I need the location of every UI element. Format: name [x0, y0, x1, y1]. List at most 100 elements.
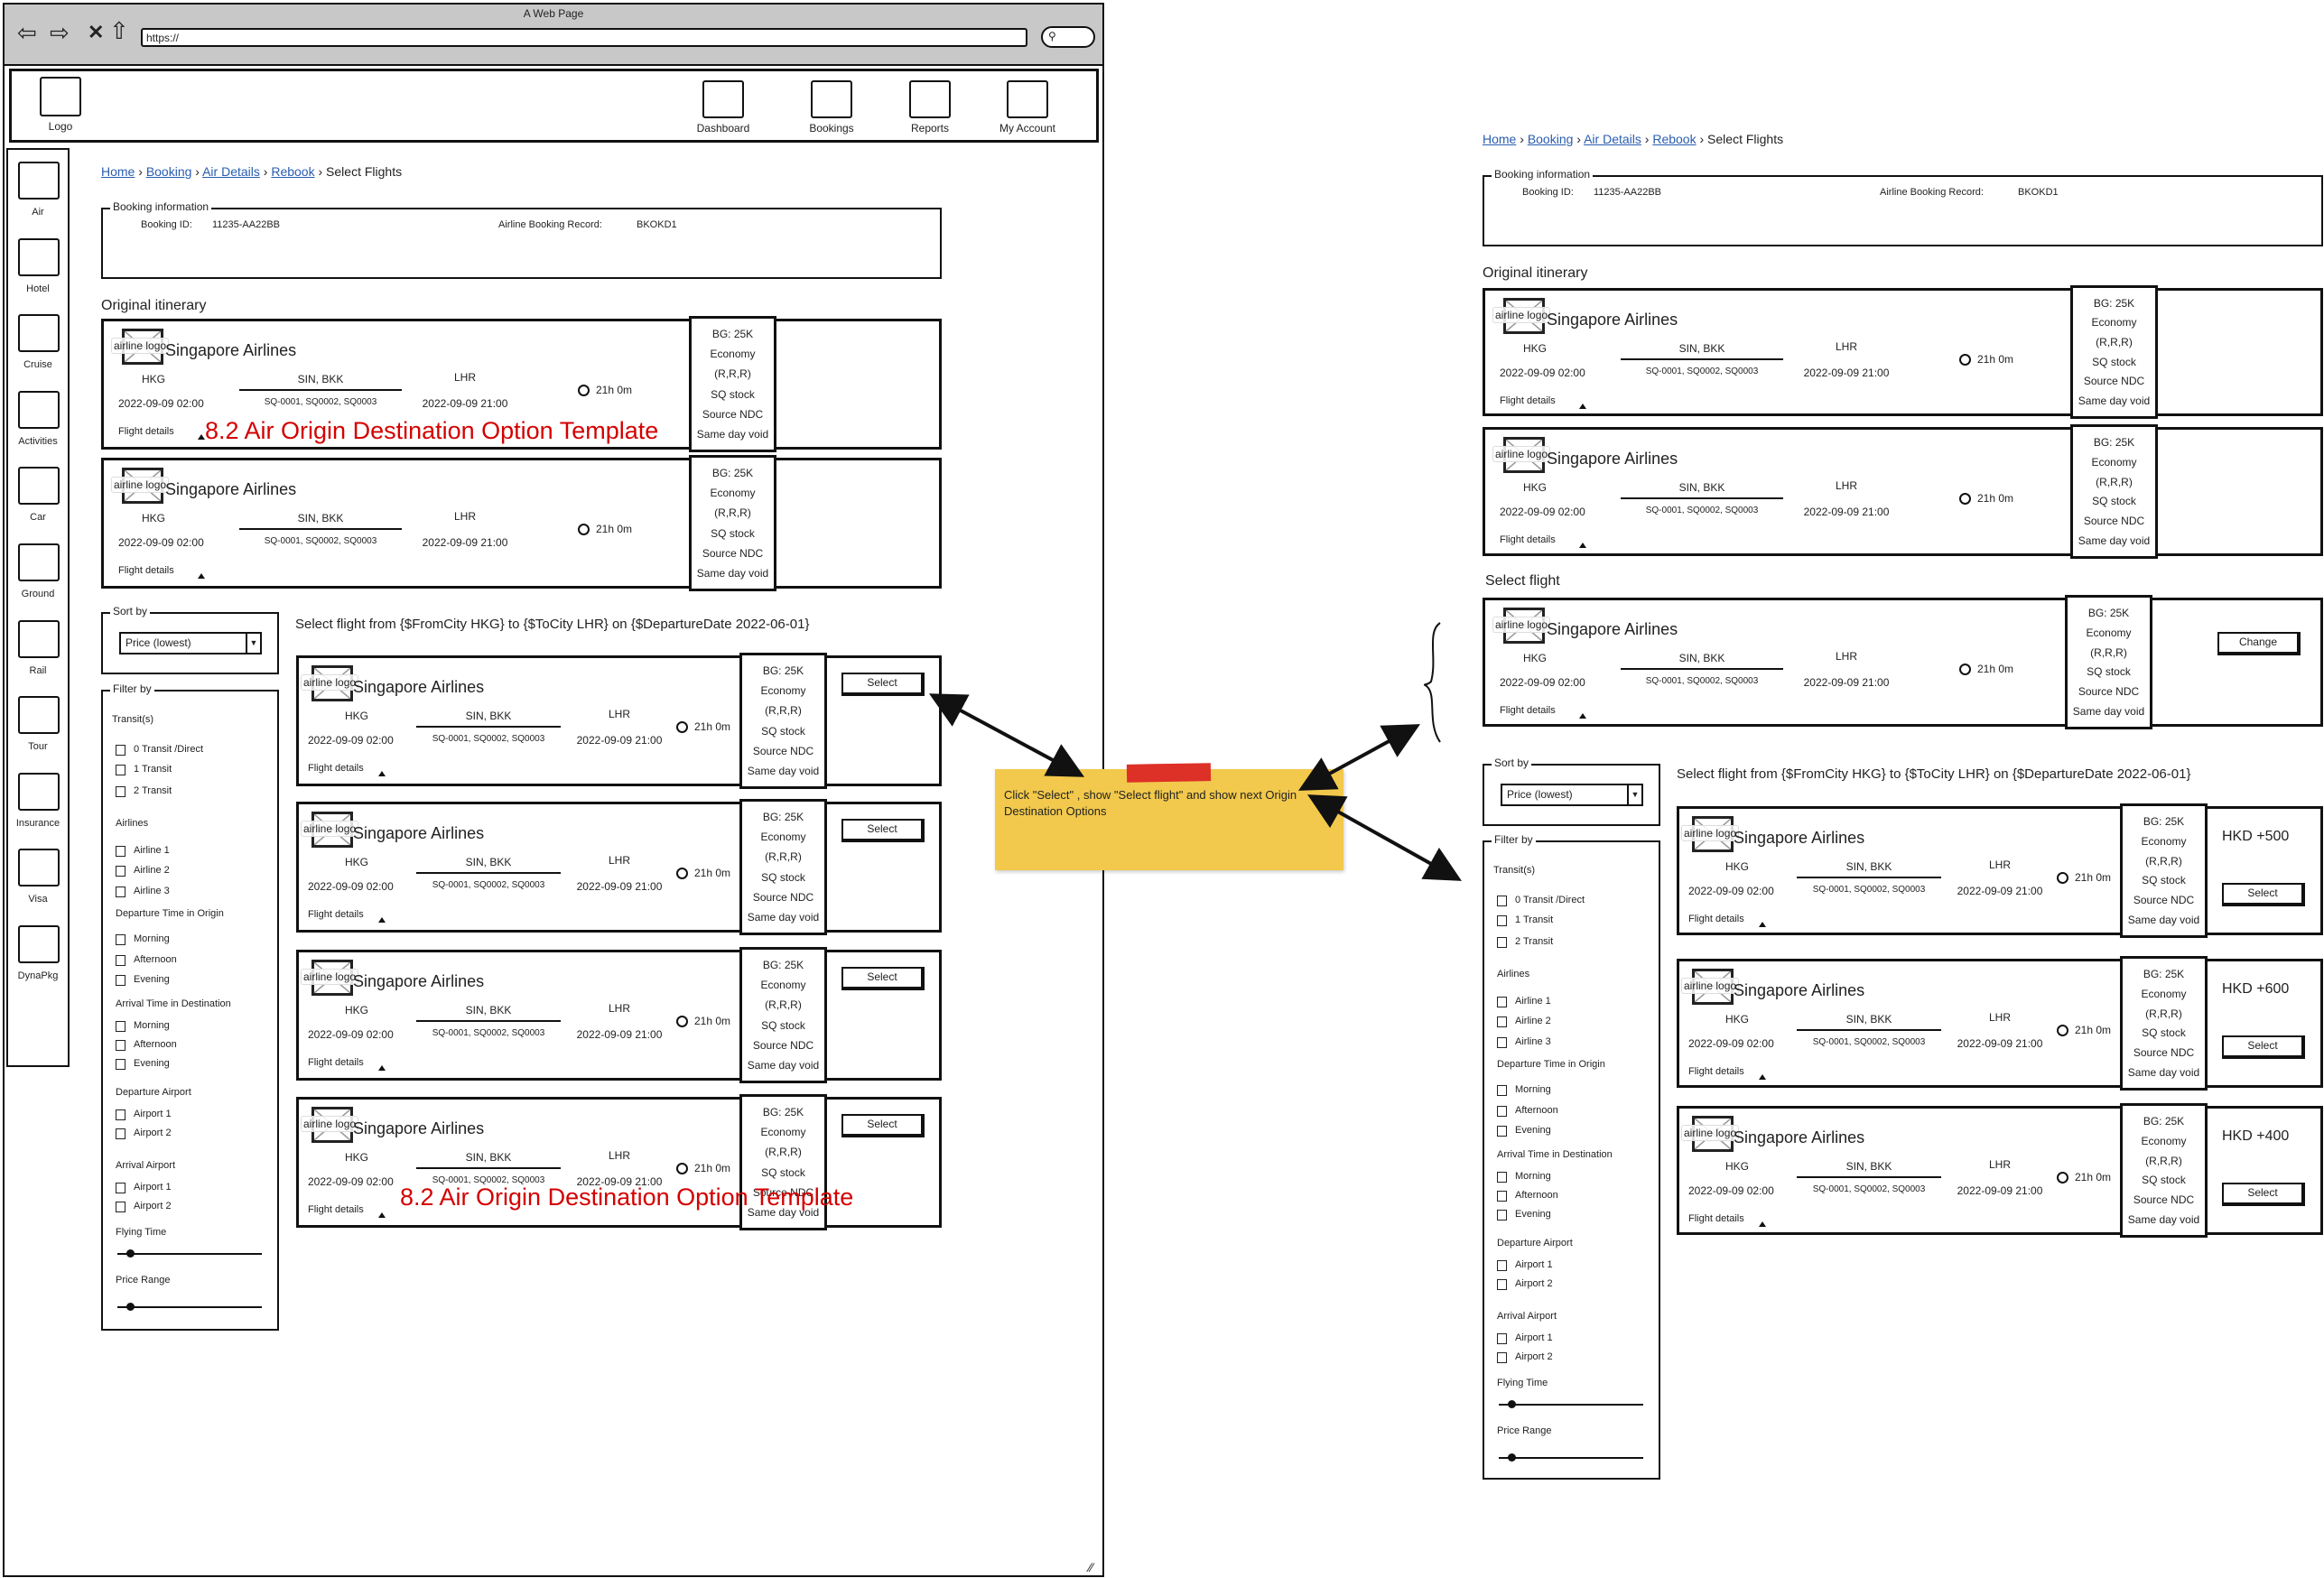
checkbox[interactable] [1497, 1126, 1507, 1137]
sidebar-item-dynapkg[interactable]: DynaPkg [6, 925, 70, 998]
filter-option[interactable]: 0 Transit /Direct [116, 744, 260, 758]
filter-option[interactable]: 2 Transit [116, 785, 260, 800]
filter-option[interactable]: Airport 1 [116, 1182, 260, 1196]
filter-option[interactable]: Airline 1 [1497, 996, 1641, 1010]
flying-time-slider[interactable] [1499, 1400, 1643, 1408]
checkbox[interactable] [1497, 1106, 1507, 1117]
checkbox[interactable] [116, 1109, 125, 1120]
change-button[interactable]: Change [2217, 632, 2301, 655]
checkbox[interactable] [1497, 1352, 1507, 1363]
sidebar-item-hotel[interactable]: Hotel [6, 237, 70, 311]
filter-option[interactable]: Morning [116, 933, 260, 948]
nav-my-account[interactable]: My Account [973, 80, 1082, 135]
checkbox[interactable] [116, 955, 125, 966]
checkbox[interactable] [116, 1021, 125, 1032]
filter-option[interactable]: Morning [1497, 1084, 1641, 1099]
filter-option[interactable]: Airport 1 [116, 1109, 260, 1123]
flight-details-toggle[interactable]: Flight details [1500, 705, 1590, 721]
filter-option[interactable]: Afternoon [1497, 1190, 1641, 1204]
slider-handle[interactable] [1508, 1453, 1516, 1462]
breadcrumb-link[interactable]: Home [1483, 132, 1517, 146]
breadcrumb-link[interactable]: Home [101, 164, 135, 179]
url-bar[interactable]: https:// [141, 28, 1027, 47]
filter-option[interactable]: 1 Transit [116, 764, 260, 778]
checkbox[interactable] [116, 1202, 125, 1212]
breadcrumb-link[interactable]: Rebook [1652, 132, 1697, 146]
slider-handle[interactable] [126, 1303, 135, 1311]
sidebar-item-ground[interactable]: Ground [6, 543, 70, 616]
select-button[interactable]: Select [841, 819, 925, 842]
checkbox[interactable] [116, 975, 125, 986]
filter-option[interactable]: Afternoon [116, 1039, 260, 1054]
breadcrumb-link[interactable]: Booking [1527, 132, 1574, 146]
resize-handle-icon[interactable]: ⁄⁄ [1089, 1560, 1093, 1574]
filter-option[interactable]: Evening [116, 1058, 260, 1072]
sidebar-item-rail[interactable]: Rail [6, 619, 70, 692]
checkbox[interactable] [116, 1183, 125, 1193]
checkbox[interactable] [116, 1059, 125, 1070]
filter-option[interactable]: Airport 2 [1497, 1351, 1641, 1366]
sidebar-item-activities[interactable]: Activities [6, 390, 70, 463]
sidebar-item-tour[interactable]: Tour [6, 696, 70, 768]
flight-details-toggle[interactable]: Flight details [1688, 914, 1779, 930]
checkbox[interactable] [1497, 896, 1507, 906]
sidebar-item-cruise[interactable]: Cruise [6, 314, 70, 386]
nav-bookings[interactable]: Bookings [777, 80, 886, 135]
sort-select[interactable]: Price (lowest)▼ [1501, 784, 1643, 806]
filter-option[interactable]: 0 Transit /Direct [1497, 895, 1641, 909]
select-button[interactable]: Select [2222, 1183, 2305, 1206]
checkbox[interactable] [1497, 1260, 1507, 1271]
nav-dashboard[interactable]: Dashboard [669, 80, 777, 135]
checkbox[interactable] [1497, 997, 1507, 1007]
checkbox[interactable] [116, 1040, 125, 1051]
checkbox[interactable] [116, 745, 125, 756]
price-range-slider[interactable] [117, 1303, 262, 1311]
breadcrumb-link[interactable]: Air Details [1584, 132, 1641, 146]
select-button[interactable]: Select [841, 1114, 925, 1137]
checkbox[interactable] [1497, 1172, 1507, 1183]
filter-option[interactable]: Evening [1497, 1209, 1641, 1223]
flight-details-toggle[interactable]: Flight details [308, 763, 398, 779]
filter-option[interactable]: Airline 3 [116, 886, 260, 900]
checkbox[interactable] [1497, 1191, 1507, 1202]
back-icon[interactable]: ⇦ [17, 19, 37, 46]
flight-details-toggle[interactable]: Flight details [118, 426, 209, 442]
filter-option[interactable]: 2 Transit [1497, 936, 1641, 951]
sort-select[interactable]: Price (lowest)▼ [119, 632, 262, 654]
forward-icon[interactable]: ⇨ [50, 19, 70, 46]
sidebar-item-car[interactable]: Car [6, 467, 70, 539]
filter-option[interactable]: Airport 2 [116, 1201, 260, 1215]
checkbox[interactable] [1497, 1279, 1507, 1290]
sidebar-item-visa[interactable]: Visa [6, 849, 70, 921]
slider-handle[interactable] [1508, 1400, 1516, 1408]
flight-details-toggle[interactable]: Flight details [1500, 395, 1590, 412]
checkbox[interactable] [1497, 1210, 1507, 1221]
breadcrumb-link[interactable]: Booking [145, 164, 192, 179]
checkbox[interactable] [116, 846, 125, 857]
stop-icon[interactable]: ✕ [88, 21, 105, 43]
flight-details-toggle[interactable]: Flight details [1688, 1066, 1779, 1082]
flight-details-toggle[interactable]: Flight details [1688, 1213, 1779, 1230]
home-icon[interactable]: ⇧ [109, 17, 129, 44]
checkbox[interactable] [116, 866, 125, 877]
filter-option[interactable]: Airline 2 [116, 865, 260, 879]
filter-option[interactable]: Airline 1 [116, 845, 260, 859]
checkbox[interactable] [1497, 915, 1507, 926]
filter-option[interactable]: Afternoon [1497, 1105, 1641, 1119]
checkbox[interactable] [116, 886, 125, 897]
flight-details-toggle[interactable]: Flight details [118, 565, 209, 581]
checkbox[interactable] [1497, 1085, 1507, 1096]
filter-option[interactable]: Evening [116, 974, 260, 989]
breadcrumb-link[interactable]: Air Details [202, 164, 260, 179]
select-button[interactable]: Select [2222, 1035, 2305, 1059]
filter-option[interactable]: Airport 2 [116, 1128, 260, 1142]
checkbox[interactable] [1497, 1333, 1507, 1344]
filter-option[interactable]: Airline 3 [1497, 1036, 1641, 1051]
filter-option[interactable]: Morning [116, 1020, 260, 1035]
search-icon[interactable]: ⚲ [1041, 26, 1095, 48]
checkbox[interactable] [116, 1128, 125, 1139]
filter-option[interactable]: 1 Transit [1497, 914, 1641, 929]
filter-option[interactable]: Airline 2 [1497, 1016, 1641, 1030]
flying-time-slider[interactable] [117, 1249, 262, 1258]
filter-option[interactable]: Airport 2 [1497, 1278, 1641, 1293]
